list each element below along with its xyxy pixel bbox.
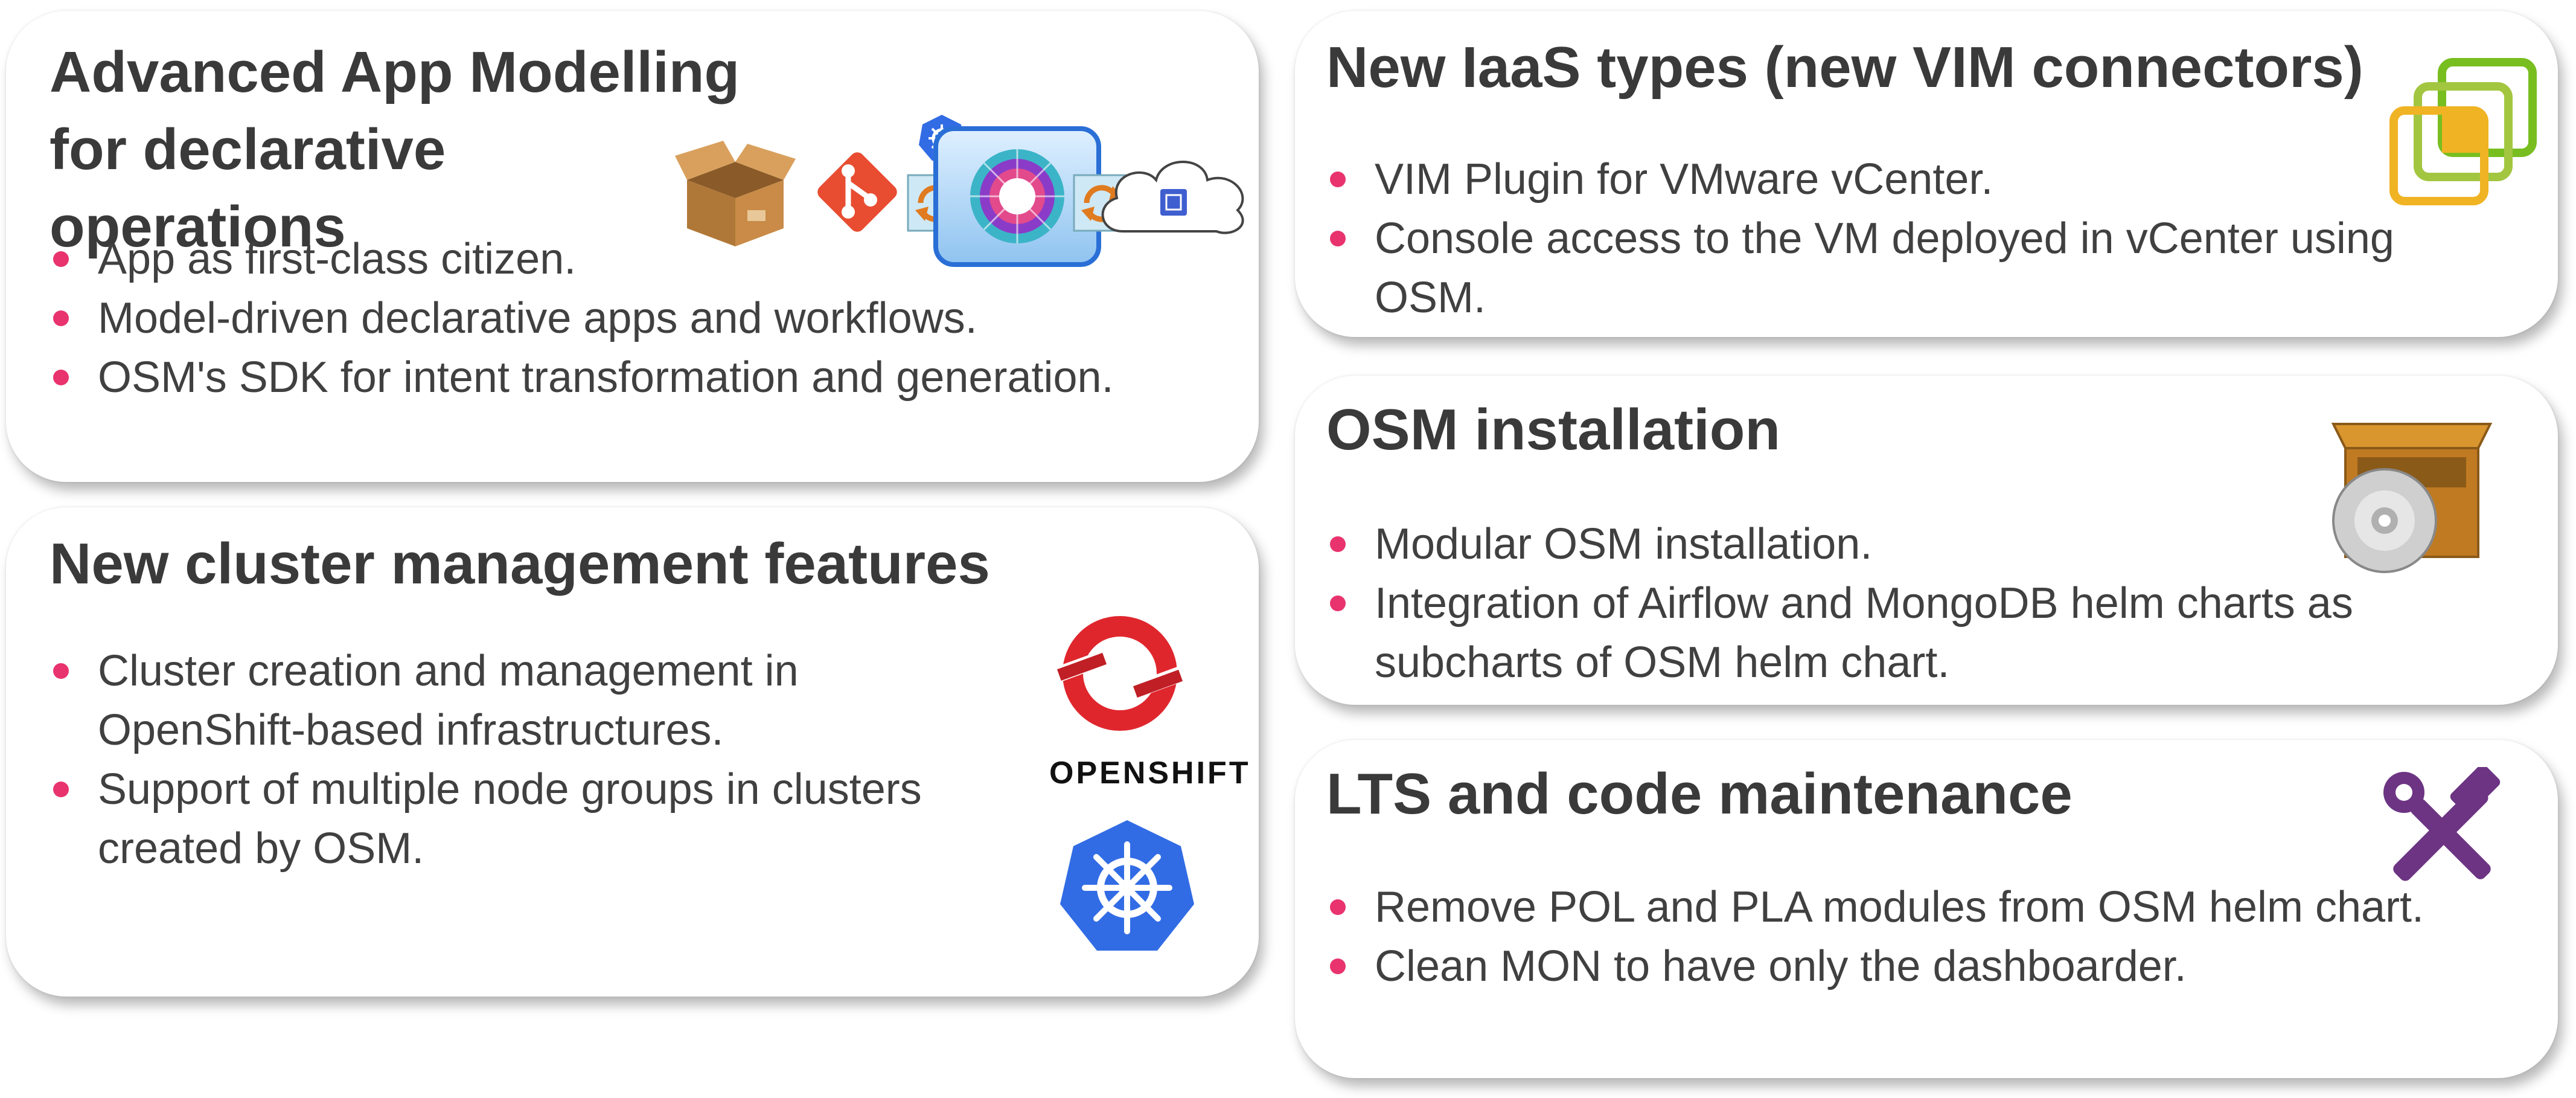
card-title: LTS and code maintenance [1326,762,2073,826]
vmware-vcenter-icon [2382,50,2545,213]
bullet-list: Cluster creation and management in OpenS… [50,641,991,878]
card-title: Advanced App Modelling for declarative o… [50,40,740,259]
list-item: Cluster creation and management in OpenS… [50,641,991,760]
list-item: Modular OSM installation. [1326,515,2473,574]
bullet-list: Remove POL and PLA modules from OSM helm… [1326,878,2504,996]
bullet-list: App as first-class citizen. Model-driven… [50,230,1251,407]
osm-logo-icon [930,123,1105,271]
bullet-list: VIM Plugin for VMware vCenter. Console a… [1326,150,2473,327]
iaas-types-card: New IaaS types (new VIM connectors) VIM … [1295,11,2558,337]
list-item: App as first-class citizen. [50,230,1251,289]
tools-icon [2379,767,2505,894]
card-title: New IaaS types (new VIM connectors) [1326,35,2363,100]
list-item: Console access to the VM deployed in vCe… [1326,209,2473,327]
app-modelling-card: Advanced App Modelling for declarative o… [6,11,1259,482]
openshift-logo-icon [1056,610,1183,737]
list-item: Clean MON to have only the dashboarder. [1326,937,2504,996]
card-title: OSM installation [1326,397,1781,462]
osm-installation-card: OSM installation Modular OSM installatio… [1295,376,2558,705]
list-item: Support of multiple node groups in clust… [50,760,991,878]
package-box-icon [675,132,796,252]
lts-maintenance-card: LTS and code maintenance Remove POL and … [1295,740,2558,1078]
bullet-list: Modular OSM installation. Integration of… [1326,515,2473,692]
list-item: Remove POL and PLA modules from OSM helm… [1326,878,2504,937]
software-install-icon [2321,400,2502,575]
list-item: Model-driven declarative apps and workfl… [50,289,1251,348]
cloud-icon [1093,147,1256,243]
list-item: OSM's SDK for intent transformation and … [50,348,1251,407]
kubernetes-icon [1058,815,1197,954]
list-item: VIM Plugin for VMware vCenter. [1326,150,2473,209]
card-title: New cluster management features [50,531,990,596]
list-item: Integration of Airflow and MongoDB helm … [1326,574,2473,692]
git-icon [812,147,903,237]
openshift-logo-text: OPENSHIFT [1049,756,1251,791]
cluster-management-card: New cluster management features Cluster … [6,507,1259,997]
